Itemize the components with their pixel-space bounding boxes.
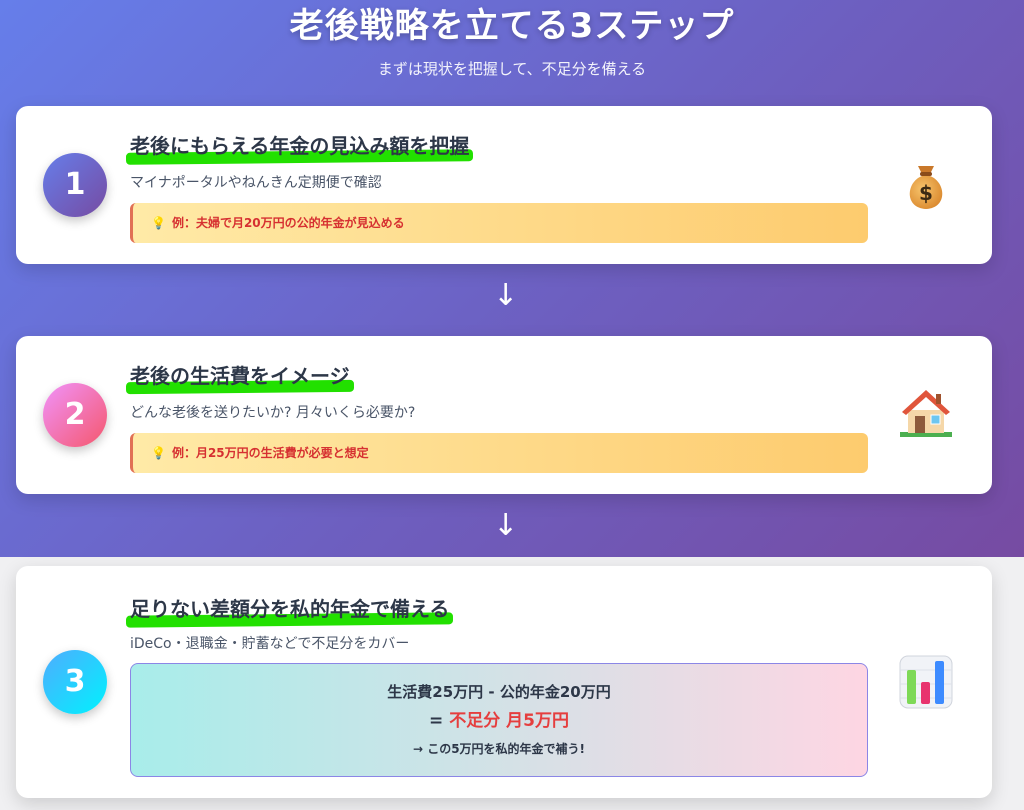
step-number-badge: 1: [43, 153, 107, 217]
calc-note: → この5万円を私的年金で補う!: [412, 742, 586, 756]
step-card-3: 3 足りない差額分を私的年金で備える iDeCo・退職金・貯蓄などで不足分をカバ…: [16, 566, 992, 798]
step-description: iDeCo・退職金・貯蓄などで不足分をカバー: [130, 636, 410, 652]
step-heading: 老後の生活費をイメージ: [125, 360, 354, 395]
step-number-badge: 3: [43, 650, 107, 714]
page-subtitle: まずは現状を把握して、不足分を備える: [377, 60, 647, 78]
step-example-box: 💡 例：月25万円の生活費が必要と想定: [130, 433, 868, 473]
step-example-text: 例：月25万円の生活費が必要と想定: [171, 446, 369, 460]
down-arrow-icon: ↓: [493, 508, 519, 543]
step-card-1: 1 老後にもらえる年金の見込み額を把握 マイナポータルやねんきん定期便で確認 💡…: [16, 106, 992, 264]
step-heading: 足りない差額分を私的年金で備える: [125, 593, 454, 628]
step-example-text: 例：夫婦で月20万円の公的年金が見込める: [171, 216, 405, 230]
lightbulb-icon: 💡: [151, 446, 166, 460]
step-heading-text: 足りない差額分を私的年金で備える: [130, 597, 450, 621]
step-number-badge: 2: [43, 383, 107, 447]
page-title: 老後戦略を立てる3ステップ: [289, 6, 735, 46]
step-description: マイナポータルやねんきん定期便で確認: [130, 175, 382, 191]
calc-equals: =: [429, 711, 444, 731]
bar-chart-icon: [899, 655, 953, 709]
step-heading-text: 老後にもらえる年金の見込み額を把握: [130, 134, 470, 158]
money-bag-icon: $: [909, 166, 943, 209]
down-arrow-icon: ↓: [493, 278, 519, 313]
step-card-2: 2 老後の生活費をイメージ どんな老後を送りたいか? 月々いくら必要か? 💡 例：…: [16, 336, 992, 494]
step-example-box: 💡 例：夫婦で月20万円の公的年金が見込める: [130, 203, 868, 243]
lightbulb-icon: 💡: [151, 216, 166, 230]
step-heading-text: 老後の生活費をイメージ: [130, 364, 350, 388]
house-icon: [900, 390, 952, 437]
calc-result: = 不足分 月5万円: [131, 706, 867, 731]
step-heading: 老後にもらえる年金の見込み額を把握: [125, 130, 474, 165]
calc-formula: 生活費25万円 - 公的年金20万円: [387, 683, 611, 701]
step-description: どんな老後を送りたいか? 月々いくら必要か?: [130, 405, 416, 421]
svg-text:$: $: [919, 181, 933, 205]
calculation-box: 生活費25万円 - 公的年金20万円 = 不足分 月5万円 → この5万円を私的…: [130, 663, 868, 777]
calc-shortfall: 不足分 月5万円: [449, 711, 569, 731]
